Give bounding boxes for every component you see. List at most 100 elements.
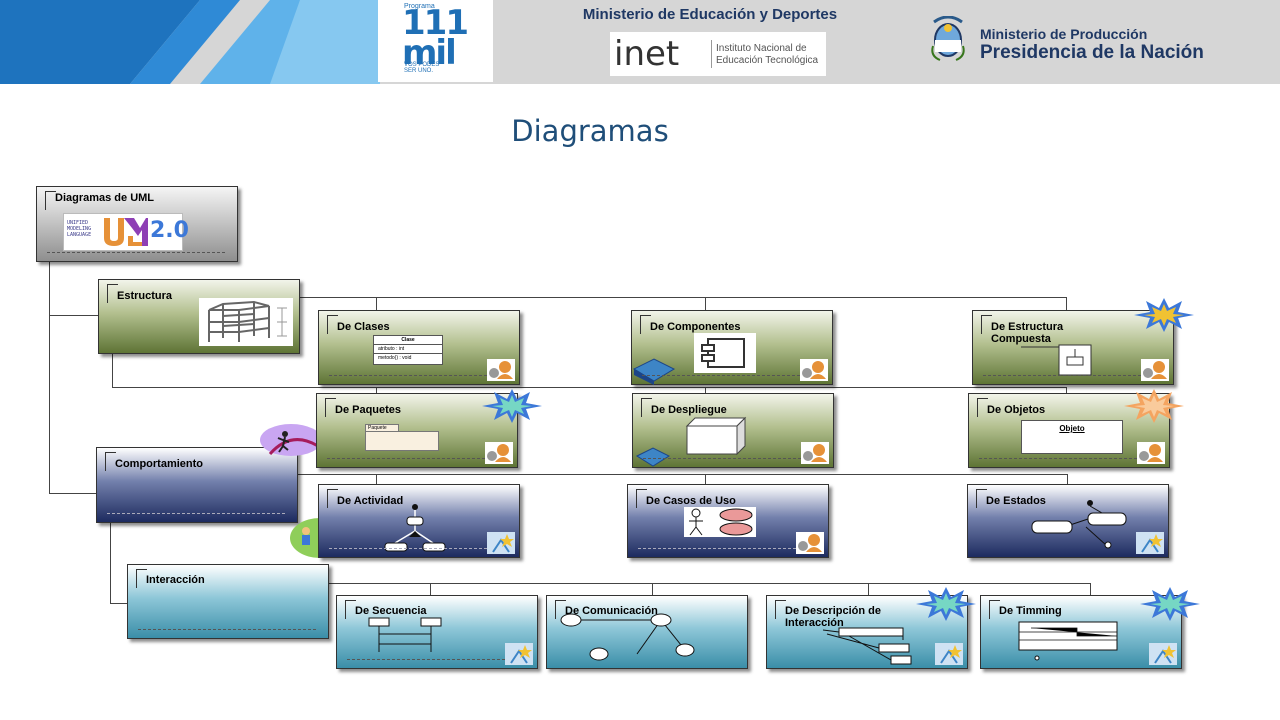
yellow-star-figure-icon	[487, 532, 515, 554]
presidency-title: Presidencia de la Nación	[980, 42, 1204, 63]
node-de-estados: De Estados	[967, 484, 1169, 558]
uml-version-label: 2.0	[150, 218, 189, 243]
deployment-node-symbol-icon	[685, 416, 747, 456]
orange-figure-icon	[796, 532, 824, 554]
page-title: Diagramas	[511, 114, 669, 148]
node-label: De Actividad	[337, 495, 404, 507]
to-despliegue-line	[705, 387, 706, 393]
node-bracket	[136, 569, 147, 588]
orange-figure-icon	[801, 442, 829, 464]
node-label: De Objetos	[987, 404, 1046, 416]
to-descripcion-line	[868, 583, 869, 595]
to-estados-line	[1067, 474, 1068, 484]
component-symbol-icon	[694, 333, 756, 373]
node-label: De Casos de Uso	[646, 495, 736, 507]
state-machine-symbol-icon	[1031, 500, 1127, 549]
blue-puzzle-icon	[632, 358, 676, 385]
node-underline	[329, 548, 507, 549]
interaction-group-node: Interacción	[127, 564, 329, 639]
uml-logo: UNIFIED MODELING LANGUAGE 2.0	[63, 213, 189, 251]
interaction-bus-line	[329, 583, 1091, 584]
behavior-bus-line	[298, 474, 1068, 475]
inet-logo-separator	[711, 40, 712, 68]
node-de-comunicacion: De Comunicación	[546, 595, 748, 669]
node-bracket	[105, 452, 116, 471]
header-blue-banner	[0, 0, 380, 84]
structure-group-node: Estructura	[98, 279, 300, 354]
class-attribute: atributo : int	[374, 345, 442, 354]
node-label: De Despliegue	[651, 404, 727, 416]
new-starburst-icon	[1134, 298, 1194, 332]
node-de-actividad: De Actividad	[318, 484, 520, 558]
node-label: De Secuencia	[355, 605, 427, 617]
national-coat-of-arms-icon	[931, 16, 965, 61]
ministry-education-title: Ministerio de Educación y Deportes	[582, 6, 838, 23]
node-underline	[107, 513, 285, 514]
node-de-casos-de-uso: De Casos de Uso	[627, 484, 829, 558]
interaction-overview-symbol-icon	[822, 627, 912, 665]
to-paquetes-line	[376, 387, 377, 393]
node-underline	[983, 375, 1161, 376]
new-starburst-icon	[482, 389, 542, 423]
node-label: De Estructura Compuesta	[991, 321, 1064, 345]
orange-figure-icon	[487, 359, 515, 381]
node-de-estructura-compuesta: De Estructura Compuesta	[972, 310, 1174, 385]
uml-logo-text: UNIFIED MODELING LANGUAGE	[67, 220, 92, 238]
node-de-despliegue: De Despliegue	[632, 393, 834, 468]
to-componentes-line	[705, 297, 706, 310]
node-underline	[638, 548, 816, 549]
logo-tagline: VOS PODÉS SER UNO.	[404, 62, 440, 74]
orange-figure-icon	[1137, 442, 1165, 464]
behavior-group-label: Comportamiento	[115, 458, 203, 470]
sequence-symbol-icon	[368, 617, 442, 652]
yellow-star-figure-icon	[935, 643, 963, 665]
node-bracket	[976, 489, 987, 508]
class-method: metodo() : void	[378, 355, 412, 361]
node-bracket	[640, 315, 651, 334]
node-underline	[643, 458, 821, 459]
activity-symbol-icon	[384, 504, 446, 552]
root-node-label: Diagramas de UML	[55, 192, 155, 204]
to-secuencia-line	[430, 583, 431, 595]
node-de-secuencia: De Secuencia	[336, 595, 538, 669]
root-trunk-line	[49, 262, 50, 494]
structure-trunk-line	[112, 354, 113, 387]
structure-top-bus-line	[300, 297, 1067, 298]
node-underline	[138, 629, 316, 630]
node-de-timming: De Timming	[980, 595, 1182, 669]
orange-figure-icon	[800, 359, 828, 381]
blue-puzzle-icon	[635, 447, 671, 467]
root-to-behavior-line	[49, 493, 97, 494]
node-label: De Descripción de Interacción	[785, 605, 881, 629]
node-underline	[327, 458, 505, 459]
object-symbol: Objeto	[1021, 420, 1123, 454]
node-bracket	[555, 600, 566, 619]
node-label: De Paquetes	[335, 404, 402, 416]
behavior-group-node: Comportamiento	[96, 447, 298, 523]
to-actividad-line	[376, 474, 377, 484]
node-underline	[47, 252, 225, 253]
communication-symbol-icon	[560, 613, 695, 661]
ministry-production-title: Ministerio de Producción	[980, 26, 1148, 42]
timing-symbol-icon	[1018, 621, 1118, 661]
yellow-star-figure-icon	[1149, 643, 1177, 665]
node-bracket	[325, 398, 336, 417]
to-objetos-line	[1066, 387, 1067, 393]
uml-logo-mark-icon	[104, 218, 148, 246]
logo-program-label: Programa	[404, 3, 435, 10]
yellow-star-figure-icon	[1136, 532, 1164, 554]
jumping-person-clipart-icon	[260, 424, 322, 456]
node-label: De Comunicación	[565, 605, 658, 617]
node-label: De Clases	[337, 321, 390, 333]
root-to-structure-line	[49, 315, 99, 316]
to-timming-line	[1090, 583, 1091, 595]
node-bracket	[989, 600, 1000, 619]
node-bracket	[636, 489, 647, 508]
to-estructura-compuesta-line	[1066, 297, 1067, 310]
package-symbol	[365, 431, 439, 451]
use-case-symbol-icon	[684, 507, 756, 537]
behavior-to-interaction-line	[110, 603, 130, 604]
node-de-paquetes: De Paquetes Paquete	[316, 393, 518, 468]
